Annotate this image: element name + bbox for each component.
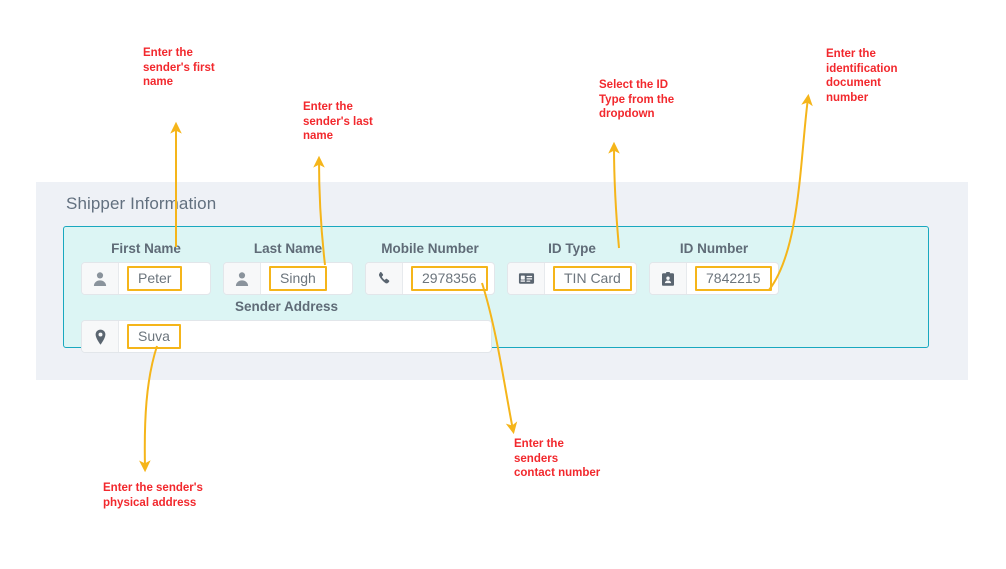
input-value-mobile-number[interactable]: 2978356: [411, 266, 488, 291]
field-label-sender-address: Sender Address: [234, 299, 339, 314]
note-first-name: Enter the sender's first name: [143, 47, 215, 89]
input-group-last-name[interactable]: Singh: [223, 262, 353, 295]
note-address: Enter the sender's physical address: [103, 482, 203, 509]
field-label-last-name: Last Name: [253, 241, 323, 256]
input-group-sender-address[interactable]: Suva: [81, 320, 492, 353]
input-body-sender-address[interactable]: Suva: [119, 321, 491, 352]
person-icon: [82, 263, 119, 294]
input-value-first-name[interactable]: Peter: [127, 266, 183, 291]
field-label-id-number: ID Number: [679, 241, 749, 256]
input-value-sender-address[interactable]: Suva: [127, 324, 181, 349]
phone-icon: [366, 263, 403, 294]
input-group-id-number[interactable]: 7842215: [649, 262, 779, 295]
page-title: Shipper Information: [66, 194, 217, 213]
field-mobile-number: Mobile Number 2978356: [365, 241, 495, 295]
note-mobile: Enter the senders contact number: [514, 438, 601, 480]
shipper-information-panel: Shipper Information First Name Peter Las…: [36, 182, 968, 380]
input-body-id-number[interactable]: 7842215: [687, 263, 778, 294]
field-id-number: ID Number 7842215: [649, 241, 779, 295]
field-label-first-name: First Name: [111, 241, 181, 256]
field-id-type: ID Type TIN Card: [507, 241, 637, 295]
person-icon: [224, 263, 261, 294]
shipper-form-highlight-region: First Name Peter Last Name: [63, 226, 929, 353]
field-label-mobile-number: Mobile Number: [381, 241, 479, 256]
location-pin-icon: [82, 321, 119, 352]
field-last-name: Last Name Singh: [223, 241, 353, 295]
field-label-id-type: ID Type: [548, 241, 596, 256]
note-last-name: Enter the sender's last name: [303, 101, 373, 143]
input-group-id-type[interactable]: TIN Card: [507, 262, 637, 295]
input-group-first-name[interactable]: Peter: [81, 262, 211, 295]
id-card-icon: [508, 263, 545, 294]
input-body-last-name[interactable]: Singh: [261, 263, 352, 294]
field-first-name: First Name Peter: [81, 241, 211, 295]
id-badge-icon: [650, 263, 687, 294]
input-value-id-number[interactable]: 7842215: [695, 266, 772, 291]
input-body-mobile-number[interactable]: 2978356: [403, 263, 494, 294]
field-sender-address: Sender Address Suva: [81, 299, 492, 353]
input-group-mobile-number[interactable]: 2978356: [365, 262, 495, 295]
input-body-first-name[interactable]: Peter: [119, 263, 210, 294]
input-body-id-type[interactable]: TIN Card: [545, 263, 636, 294]
input-value-id-type[interactable]: TIN Card: [553, 266, 632, 291]
input-value-last-name[interactable]: Singh: [269, 266, 327, 291]
note-id-type: Select the ID Type from the dropdown: [599, 79, 675, 121]
note-id-number: Enter the identification document number: [826, 48, 898, 104]
